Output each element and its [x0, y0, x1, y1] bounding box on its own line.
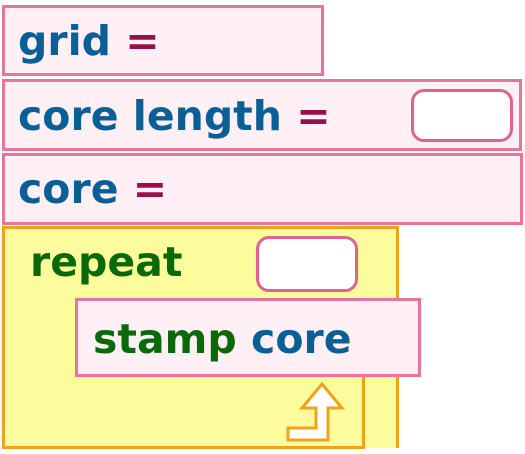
core-length-value-slot[interactable] [411, 89, 513, 142]
core-assign-label: core = [18, 169, 167, 210]
stamp-target: core [251, 315, 352, 363]
core-assign-block[interactable]: core = [2, 153, 523, 225]
repeat-keyword: repeat [30, 238, 183, 286]
equals-operator: = [125, 17, 160, 65]
stamp-core-block[interactable]: stamp core [75, 298, 421, 377]
equals-operator: = [132, 165, 168, 213]
variable-name: core [18, 165, 119, 213]
variable-name: core length [18, 92, 282, 140]
grid-assign-label: grid = [18, 21, 160, 62]
equals-operator: = [296, 92, 331, 140]
loop-return-arrow-icon [286, 381, 346, 442]
core-length-assign-block[interactable]: core length = [2, 79, 522, 151]
stamp-verb: stamp [93, 315, 237, 363]
core-length-assign-label: core length = [18, 96, 331, 137]
grid-assign-block[interactable]: grid = [2, 5, 324, 76]
variable-name: grid [18, 17, 111, 65]
stamp-core-label: stamp core [93, 319, 352, 360]
repeat-count-slot[interactable] [256, 236, 358, 292]
